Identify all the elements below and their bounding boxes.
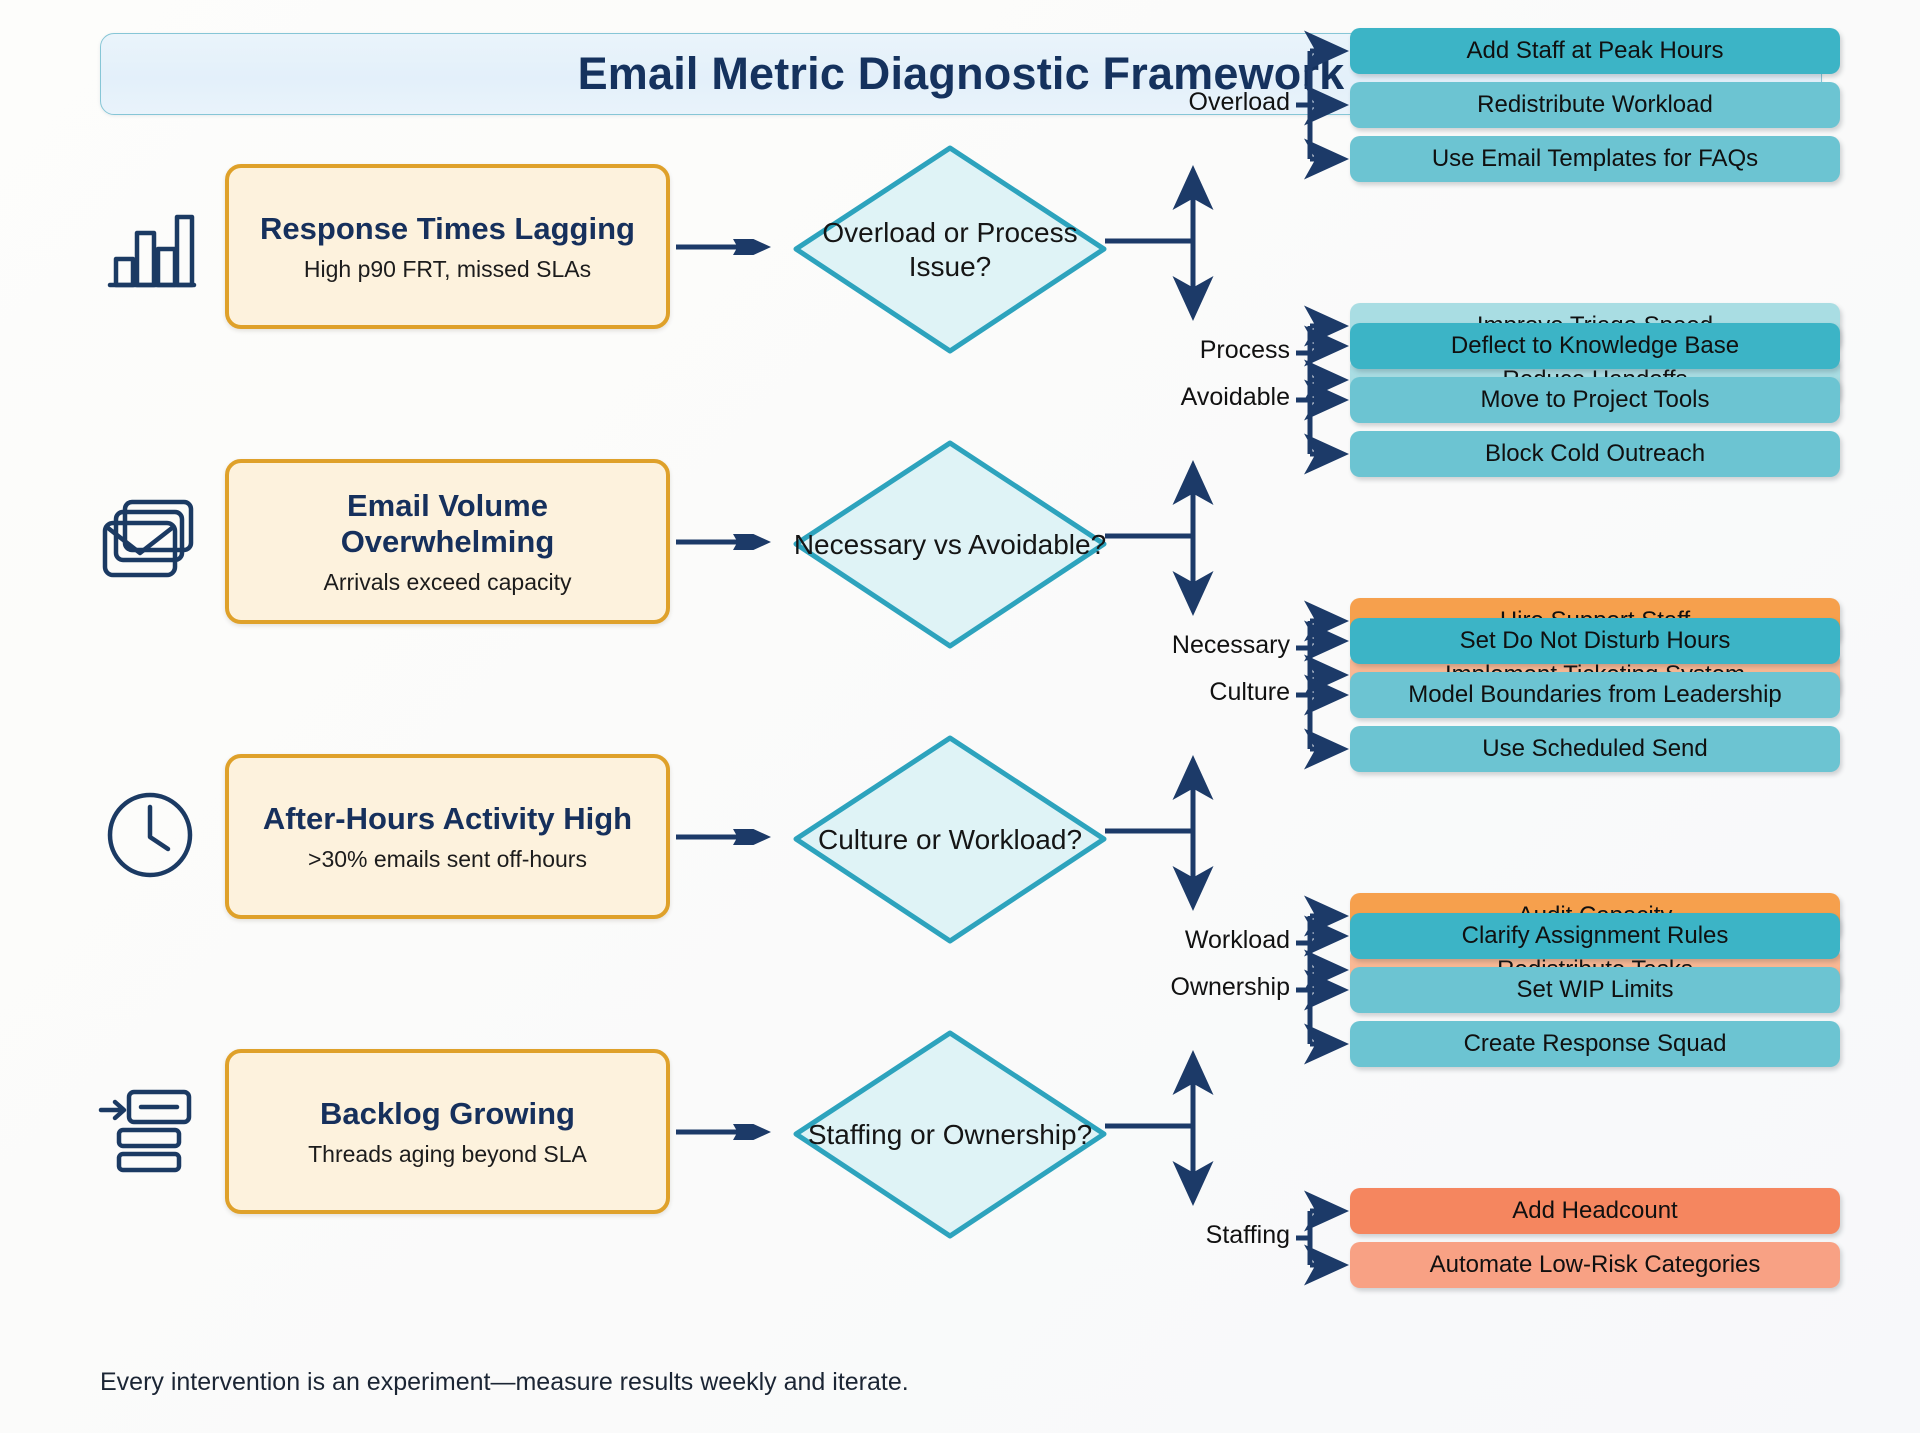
branch-label: Necessary — [1171, 631, 1290, 659]
action-pill[interactable]: Use Scheduled Send — [1350, 726, 1840, 772]
connector-arrow-card-to-decision — [676, 816, 784, 858]
action-pill[interactable]: Create Response Squad — [1350, 1021, 1840, 1067]
branch-label: Avoidable — [1180, 383, 1290, 411]
branch-label: Workload — [1184, 926, 1290, 954]
action-pill[interactable]: Model Boundaries from Leadership — [1350, 672, 1840, 718]
branch-splitter — [1105, 128, 1365, 378]
connector-arrow-card-to-decision — [676, 1111, 784, 1153]
problem-title: Email Volume Overwhelming — [340, 487, 555, 559]
action-pill[interactable]: Block Cold Outreach — [1350, 431, 1840, 477]
action-pill[interactable]: Move to Project Tools — [1350, 377, 1840, 423]
page-title: Email Metric Diagnostic Framework — [577, 48, 1345, 99]
action-pill[interactable]: Use Email Templates for FAQs — [1350, 136, 1840, 182]
branch-bracket — [1290, 24, 1356, 191]
action-pill[interactable]: Add Headcount — [1350, 1188, 1840, 1234]
problem-subtitle: High p90 FRT, missed SLAs — [303, 255, 592, 282]
branch-label: Staffing — [1205, 1221, 1290, 1249]
branch-bracket — [1290, 1184, 1356, 1297]
backlog-queue-icon — [95, 1075, 205, 1185]
branch-splitter — [1105, 423, 1365, 673]
branch-bracket — [1290, 909, 1356, 1076]
connector-arrow-card-to-decision — [676, 521, 784, 563]
branch-splitter — [1105, 1013, 1365, 1263]
problem-subtitle: >30% emails sent off-hours — [308, 845, 587, 872]
branch-bracket — [1290, 614, 1356, 781]
problem-title: Response Times Lagging — [260, 210, 635, 246]
problem-card[interactable]: After-Hours Activity High >30% emails sen… — [225, 754, 670, 919]
emails-stack-icon — [95, 485, 205, 595]
clock-icon — [95, 780, 205, 890]
branch-label: Process — [1199, 336, 1290, 364]
action-pill[interactable]: Clarify Assignment Rules — [1350, 913, 1840, 959]
bar-chart-icon — [95, 190, 205, 300]
action-pill[interactable]: Set WIP Limits — [1350, 967, 1840, 1013]
action-pill[interactable]: Set Do Not Disturb Hours — [1350, 618, 1840, 664]
branch-label: Overload — [1188, 88, 1290, 116]
action-pill[interactable]: Deflect to Knowledge Base — [1350, 323, 1840, 369]
connector-arrow-card-to-decision — [676, 226, 784, 268]
action-pill[interactable]: Automate Low-Risk Categories — [1350, 1242, 1840, 1288]
branch-splitter — [1105, 718, 1365, 968]
footer-note: Every intervention is an experiment—meas… — [100, 1368, 909, 1396]
branch-label: Ownership — [1170, 973, 1291, 1001]
action-pill[interactable]: Add Staff at Peak Hours — [1350, 28, 1840, 74]
branch-bracket — [1290, 319, 1356, 486]
problem-title: Backlog Growing — [320, 1095, 575, 1131]
problem-subtitle: Arrivals exceed capacity — [323, 568, 572, 595]
problem-subtitle: Threads aging beyond SLA — [308, 1140, 587, 1167]
problem-title: After-Hours Activity High — [262, 800, 633, 836]
branch-label: Culture — [1209, 678, 1290, 706]
action-pill[interactable]: Redistribute Workload — [1350, 82, 1840, 128]
